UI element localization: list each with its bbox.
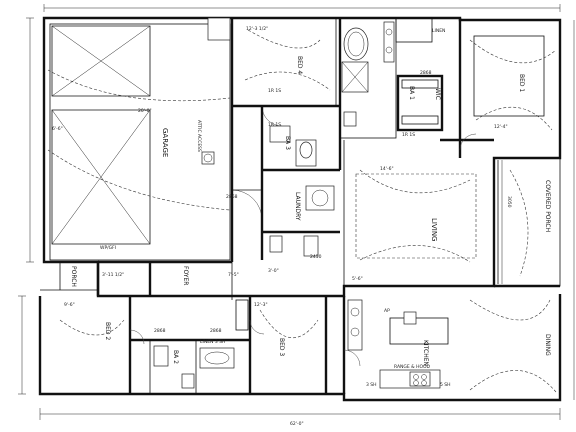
dim-2868-a: 2868	[154, 328, 166, 334]
label-laundry: LAUNDRY	[294, 192, 301, 221]
label-shelf-4: 3 SH	[366, 382, 377, 388]
toilet-icon	[343, 111, 357, 127]
dim-bed1: 12'-4"	[494, 124, 508, 130]
dim-2868-c: 2868	[226, 194, 238, 200]
range-icon	[409, 371, 431, 387]
dim-d2: 7'-5"	[228, 272, 239, 278]
bed1-area	[440, 18, 557, 158]
dim-2868-b: 2868	[210, 328, 222, 334]
wic-area	[396, 74, 444, 132]
label-bed2: BED 2	[104, 322, 111, 340]
label-garage: GARAGE	[161, 128, 169, 157]
dim-2450: 2450	[310, 254, 322, 260]
label-ba3: BA 3	[284, 136, 291, 150]
label-ba2: BA 2	[172, 350, 179, 364]
dim-bed4: 12'-3 1/2"	[246, 26, 268, 32]
label-shelf-2: 1R 1S	[268, 122, 281, 128]
dim-d3: 3'-11 1/2"	[102, 272, 124, 278]
label-foyer: FOYER	[182, 266, 189, 285]
label-shelf-3: 1R 1S	[268, 88, 281, 94]
kitchen-dining-area	[342, 296, 557, 394]
dim-3050: 3050	[506, 196, 512, 208]
label-kitchen: KITCHEN	[422, 340, 429, 366]
covered-porch-area	[493, 157, 561, 287]
label-bed3: BED 3	[278, 338, 285, 356]
dim-d4: 5'-6"	[352, 276, 363, 282]
sink-icon	[299, 141, 313, 159]
garage-area	[47, 17, 234, 264]
label-linen-top: LINEN	[432, 28, 445, 34]
bottom-wing	[59, 296, 328, 394]
label-covered-porch: COVERED PORCH	[544, 180, 551, 232]
label-shelf-1: 1R 1S	[402, 132, 415, 138]
label-attic-access: ATTIC ACCESS	[196, 120, 202, 152]
living-area	[343, 140, 503, 286]
porch-foyer-area	[40, 189, 263, 300]
label-dining: DINING	[544, 334, 551, 356]
dim-overall: 62'-0"	[290, 421, 304, 427]
ba3-laundry-area	[260, 106, 340, 260]
label-porch: PORCH	[70, 266, 77, 287]
ba2-tub-icon	[199, 347, 235, 369]
label-wic: WIC	[434, 88, 441, 100]
dimension-lines	[18, 4, 575, 420]
label-shelf-5: 5 SH	[440, 382, 451, 388]
dim-bed3: 12'-3"	[254, 302, 268, 308]
label-range-hood: RANGE & HOOD	[394, 364, 431, 370]
label-ap: AP	[384, 308, 390, 314]
label-linen-ba2: LINEN 3 SH	[200, 339, 225, 345]
kitchen-island	[389, 317, 449, 345]
dim-2868-d: 2868	[420, 70, 432, 76]
label-bed4: BED 4	[296, 56, 303, 74]
dim-garage-side: 6'-6"	[52, 126, 63, 132]
dim-bed2: 9'-6"	[64, 302, 75, 308]
dim-living: 14'-6"	[380, 166, 394, 172]
dim-d1: 3'-0"	[268, 268, 279, 274]
dim-garage-width: 20'-0"	[138, 108, 152, 114]
label-bed1: BED 1	[518, 74, 525, 92]
label-wp: WP/GFI	[100, 245, 116, 251]
label-living: LIVING	[430, 218, 438, 241]
bathtub-icon	[343, 27, 369, 61]
ba1-area	[339, 17, 433, 139]
washer-icon	[305, 185, 335, 211]
label-ba1: BA 1	[408, 86, 415, 100]
